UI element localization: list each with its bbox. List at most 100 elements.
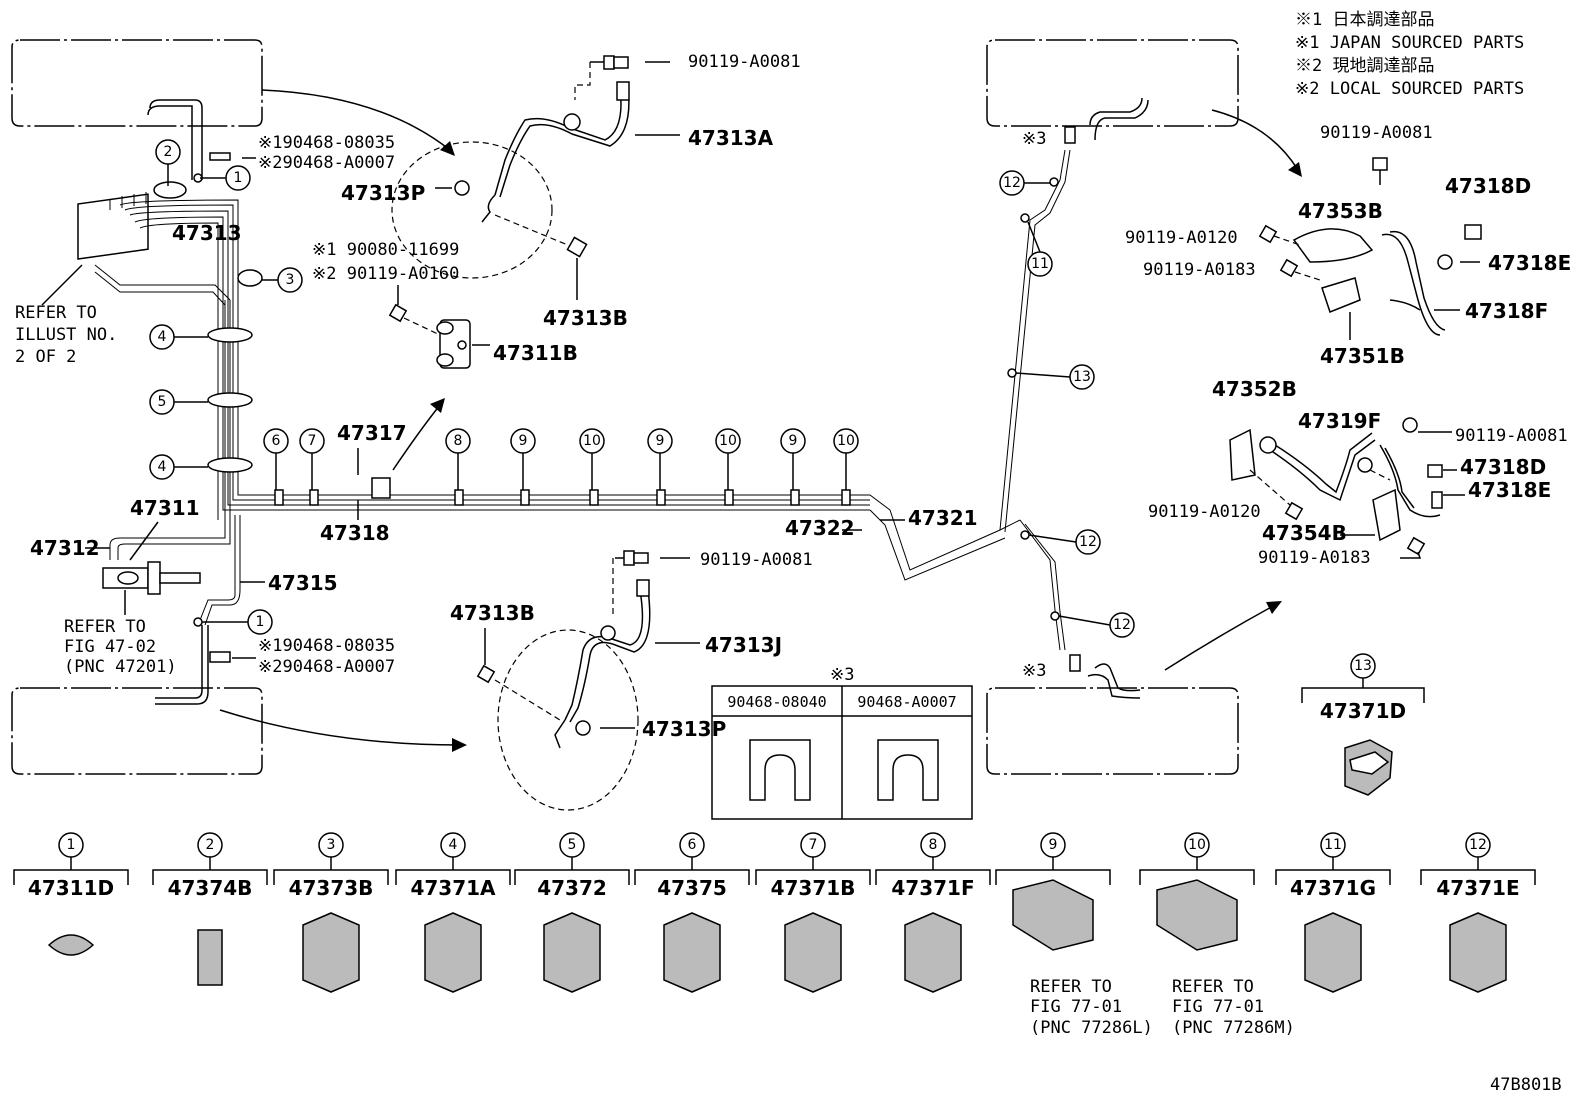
legend-part-number: 47371B <box>771 876 856 900</box>
legend-clip-drawing <box>1449 912 1507 993</box>
notes: ※1 日本調達部品 ※1 JAPAN SOURCED PARTS ※2 現地調達… <box>1295 10 1524 99</box>
label-90080-11699: ※1 90080-11699 <box>312 240 459 260</box>
callout-number: 10 <box>837 433 855 449</box>
legend-part-number: 47371F <box>891 876 974 900</box>
callout-number: 12 <box>1113 617 1131 633</box>
callout-circle <box>299 428 325 454</box>
legend-part-number: 47371A <box>410 876 496 900</box>
label-note3-b: ※3 <box>1022 661 1046 681</box>
callout-number: 12 <box>1003 175 1021 191</box>
callout-circle <box>833 428 859 454</box>
callout-circle <box>780 428 806 454</box>
flow-arrows <box>219 89 1302 752</box>
callout-circle <box>149 389 175 415</box>
label-90468-08035-b: ※190468-08035 <box>258 636 395 656</box>
label-90119-a0081-d: 90119-A0081 <box>1455 426 1568 446</box>
label-47351b: 47351B <box>1320 344 1405 368</box>
callout-circle <box>1027 251 1053 277</box>
callout-circle <box>1075 529 1101 555</box>
label-note3-a: ※3 <box>1022 129 1046 149</box>
legend-part-number: 47371G <box>1290 876 1376 900</box>
callout-circle <box>579 428 605 454</box>
legend-refs: REFER TO FIG 77-01 (PNC 77286L) REFER TO… <box>1030 977 1295 1038</box>
legend-part-number: 47375 <box>657 876 727 900</box>
callout-circle <box>247 609 273 635</box>
front-right-hose <box>1089 97 1143 126</box>
label-90119-a0120-b: 90119-A0120 <box>1148 502 1261 522</box>
label-47353b: 47353B <box>1298 199 1383 223</box>
legend-clip-drawing <box>302 912 360 993</box>
legend-clip-drawing <box>663 912 721 993</box>
label-47318: 47318 <box>320 521 390 545</box>
legend-13-part: 47371D <box>1320 699 1406 723</box>
callout-circle <box>277 267 303 293</box>
callout-circle <box>225 165 251 191</box>
front-left-region <box>11 39 263 127</box>
label-90119-a0183-a: 90119-A0183 <box>1143 260 1256 280</box>
master-cylinder <box>102 561 201 595</box>
ref-fig7701b-line1: REFER TO <box>1172 977 1254 997</box>
note-2-jp: ※2 現地調達部品 <box>1295 56 1434 76</box>
label-47318f: 47318F <box>1465 299 1548 323</box>
legend-clip-drawing <box>1156 879 1238 951</box>
figure-code: 47B801B <box>1490 1075 1562 1095</box>
legend-part-number: 47372 <box>537 876 607 900</box>
label-47313p-a: 47313P <box>341 181 425 205</box>
callout-circle <box>1109 612 1135 638</box>
label-90119-a0081-c: 90119-A0081 <box>1320 123 1433 143</box>
legend-part-number: 47311D <box>28 876 114 900</box>
label-47311: 47311 <box>130 496 200 520</box>
label-47313p-b: 47313P <box>642 717 726 741</box>
ref-fig7701b-line2: FIG 77-01 <box>1172 997 1264 1017</box>
rear-right-hose <box>1094 663 1141 692</box>
callout-circle <box>510 428 536 454</box>
legend-number: 11 <box>1324 837 1342 853</box>
callout-number: 11 <box>1031 256 1049 272</box>
legend-13-num: 13 <box>1354 658 1372 674</box>
callout-number: 4 <box>158 459 167 475</box>
legend: 147311D247374B347373B447371A547372647375… <box>13 832 1536 993</box>
callout-circle <box>999 170 1025 196</box>
label-47321: 47321 <box>908 506 978 530</box>
clip-table: ※3 90468-08040 90468-A0007 <box>711 665 973 820</box>
legend-clip-drawing <box>784 912 842 993</box>
legend-clip-drawing <box>424 912 482 993</box>
callout-number: 1 <box>234 170 243 186</box>
label-47318d-b: 47318D <box>1460 455 1546 479</box>
callout-number: 10 <box>583 433 601 449</box>
callout-circle <box>715 428 741 454</box>
callout-number: 13 <box>1073 369 1091 385</box>
legend-clip-drawing <box>47 934 95 956</box>
callout-number: 1 <box>256 614 265 630</box>
label-47318e-b: 47318E <box>1468 478 1551 502</box>
legend-number: 4 <box>449 837 458 853</box>
ref-illust-line3: 2 OF 2 <box>15 347 76 367</box>
label-90119-a0183-b: 90119-A0183 <box>1258 548 1371 568</box>
callout-number: 12 <box>1079 534 1097 550</box>
legend-clip-drawing <box>904 912 962 993</box>
legend-part-number: 47373B <box>289 876 374 900</box>
note-1-jp: ※1 日本調達部品 <box>1295 10 1434 30</box>
label-47315: 47315 <box>268 571 338 595</box>
ref-fig4702-line2: FIG 47-02 <box>64 637 156 657</box>
callout-number: 7 <box>308 433 317 449</box>
label-47313a: 47313A <box>688 126 774 150</box>
legend-number: 2 <box>206 837 215 853</box>
front-left-caliper-hose <box>391 55 680 279</box>
callout-circle <box>263 428 289 454</box>
label-90468-a0007-b: ※290468-A0007 <box>258 657 395 677</box>
ref-fig4702-line3: (PNC 47201) <box>64 657 177 677</box>
legend-number: 3 <box>327 837 336 853</box>
callout-number: 6 <box>272 433 281 449</box>
rear-left-region <box>11 687 263 775</box>
label-47313b-b: 47313B <box>450 601 535 625</box>
bracket-47311b <box>388 303 490 369</box>
label-47313b-a: 47313B <box>543 306 628 330</box>
rear-right-caliper-hose <box>1229 417 1443 556</box>
label-47313j: 47313J <box>705 633 782 657</box>
legend-number: 10 <box>1188 837 1206 853</box>
front-right-region <box>986 39 1239 127</box>
legend-clip-drawing <box>1304 912 1362 993</box>
